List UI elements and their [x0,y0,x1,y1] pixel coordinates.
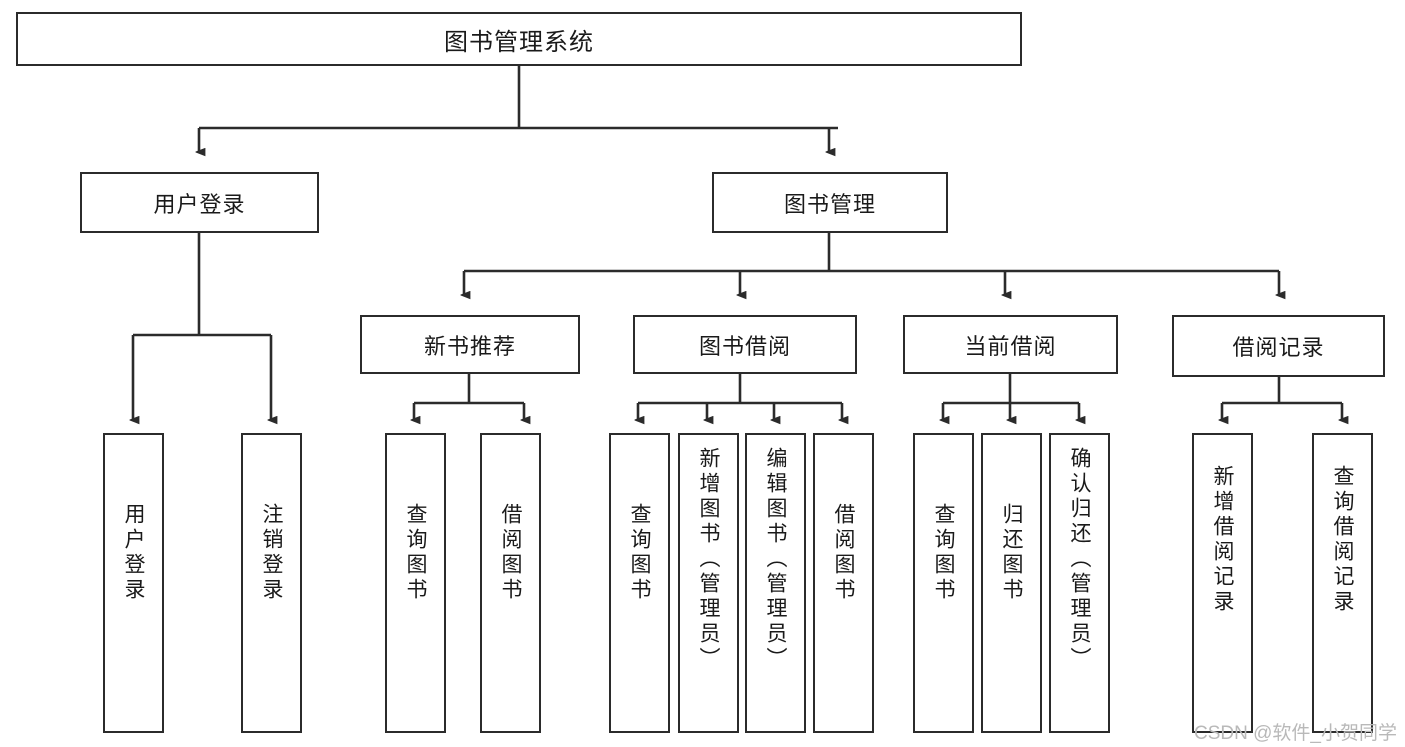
leaf-query-book-borrow[interactable]: 查询图书 [609,433,670,733]
leaf-borrow-book[interactable]: 借阅图书 [813,433,874,733]
leaf-borrow-book-new-rec[interactable]: 借阅图书 [480,433,541,733]
node-user-login[interactable]: 用户登录 [80,172,319,233]
leaf-label: 借阅图书 [832,503,855,603]
leaf-label: 查询图书 [628,503,651,603]
node-book-manage[interactable]: 图书管理 [712,172,948,233]
watermark: CSDN @软件_小贺同学 [1194,723,1397,744]
leaf-user-logout[interactable]: 注销登录 [241,433,302,733]
node-borrow-record[interactable]: 借阅记录 [1172,315,1385,377]
node-current-borrow[interactable]: 当前借阅 [903,315,1118,374]
leaf-label: 新增借阅记录 [1211,465,1234,615]
leaf-query-book-current[interactable]: 查询图书 [913,433,974,733]
leaf-user-login[interactable]: 用户登录 [103,433,164,733]
leaf-label: 确认归还（管理员） [1068,447,1091,672]
leaf-confirm-return-admin[interactable]: 确认归还（管理员） [1049,433,1110,733]
leaf-label: 查询借阅记录 [1331,465,1354,615]
leaf-query-borrow-record[interactable]: 查询借阅记录 [1312,433,1373,733]
node-new-book-recommend[interactable]: 新书推荐 [360,315,580,374]
leaf-label: 注销登录 [260,503,283,603]
leaf-label: 归还图书 [1000,503,1023,603]
leaf-label: 查询图书 [404,503,427,603]
leaf-label: 编辑图书（管理员） [764,447,787,672]
leaf-label: 借阅图书 [499,503,522,603]
leaf-query-book-new-rec[interactable]: 查询图书 [385,433,446,733]
leaf-label: 查询图书 [932,503,955,603]
leaf-label: 用户登录 [122,503,145,603]
leaf-return-book[interactable]: 归还图书 [981,433,1042,733]
node-root[interactable]: 图书管理系统 [16,12,1022,66]
leaf-edit-book-admin[interactable]: 编辑图书（管理员） [745,433,806,733]
leaf-add-book-admin[interactable]: 新增图书（管理员） [678,433,739,733]
leaf-label: 新增图书（管理员） [697,447,720,672]
leaf-add-borrow-record[interactable]: 新增借阅记录 [1192,433,1253,733]
node-book-borrow[interactable]: 图书借阅 [633,315,857,374]
